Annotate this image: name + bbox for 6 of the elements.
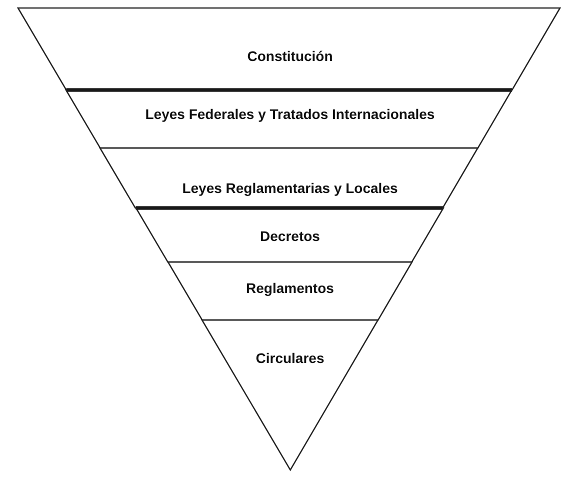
tier-label: Circulares bbox=[256, 350, 324, 366]
tier-label: Constitución bbox=[247, 48, 333, 64]
tier-label: Decretos bbox=[260, 228, 320, 244]
tier-label: Reglamentos bbox=[246, 280, 334, 296]
tier-label: Leyes Federales y Tratados Internacionales bbox=[145, 106, 435, 122]
tier-label: Leyes Reglamentarias y Locales bbox=[182, 180, 398, 196]
